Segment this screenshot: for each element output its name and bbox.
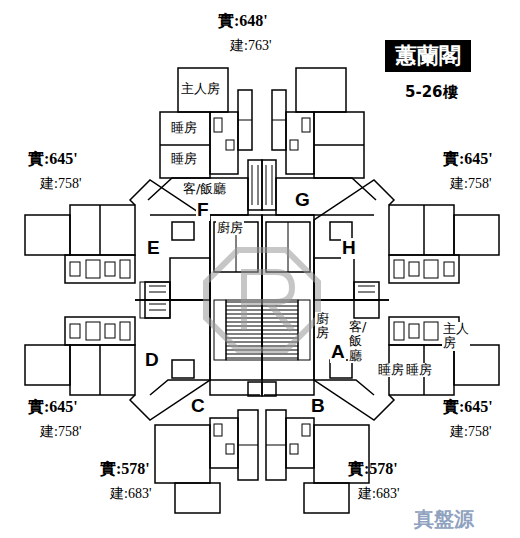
saleable-area: 實:578' [100,460,150,478]
gross-area: 建:683' [358,486,399,501]
saleable-area: 實:578' [348,460,398,478]
saleable-area: 實:645' [28,150,78,168]
room-label: 睡房 [405,363,433,377]
room-label: 主人房 [180,82,221,96]
unit-letter: E [146,238,161,259]
room-label: 主人房 [442,322,470,351]
unit-letter: A [330,342,346,363]
room-label: 睡房 [377,363,405,377]
room-label: 客/飯廳 [348,320,363,363]
room-label: 睡房 [170,152,198,166]
room-label: 廚房 [315,312,330,341]
room-label: 廚房 [216,221,244,235]
gross-area: 建:758' [450,424,491,439]
saleable-area: 實:645' [443,398,493,416]
unit-letter: H [341,238,357,259]
gross-area: 建:763' [230,38,271,53]
room-label: 睡房 [170,121,198,135]
gross-area: 建:758' [40,176,81,191]
unit-letter: C [190,396,206,417]
building-title: 蕙蘭閣 [385,40,471,72]
unit-letter: B [310,396,326,417]
gross-area: 建:683' [110,486,151,501]
saleable-area: 實:648' [218,12,268,30]
unit-letter: D [144,350,160,371]
watermark: 真盤源 [414,508,474,530]
gross-area: 建:758' [40,424,81,439]
saleable-area: 實:645' [443,150,493,168]
gross-area: 建:758' [450,176,491,191]
room-label: 客/飯廳 [182,182,227,196]
floor-range: 5-26樓 [405,84,458,101]
unit-letter: F [196,200,210,221]
unit-letter: G [294,190,311,211]
saleable-area: 實:645' [28,398,78,416]
